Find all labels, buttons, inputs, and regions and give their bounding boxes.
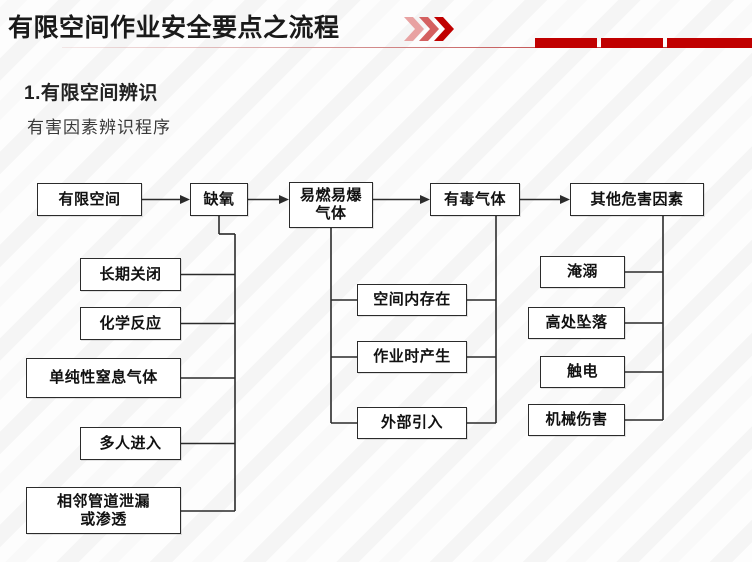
node-multiple-people-entry[interactable]: 多人进入 [80,427,181,460]
node-oxygen-deficiency[interactable]: 缺氧 [190,183,248,216]
node-chemical-reaction[interactable]: 化学反应 [80,307,181,340]
node-simple-asphyxiant-gas[interactable]: 单纯性窒息气体 [26,358,181,398]
node-adjacent-pipe-leak[interactable]: 相邻管道泄漏 或渗透 [26,487,181,534]
node-long-term-closure[interactable]: 长期关闭 [80,258,181,291]
double-chevron-right-icon [404,16,464,42]
header-accent-block-2 [601,38,663,48]
header-divider [62,47,752,48]
node-flammable-explosive-gas[interactable]: 易燃易爆 气体 [289,182,373,228]
node-generated-during-work[interactable]: 作业时产生 [357,341,467,373]
node-electric-shock[interactable]: 触电 [540,356,625,388]
header-accent-block-1 [535,38,597,48]
node-mechanical-injury[interactable]: 机械伤害 [528,404,625,436]
section-heading: 1.有限空间辨识 [24,83,158,104]
node-external-introduction[interactable]: 外部引入 [357,407,467,439]
page-title: 有限空间作业安全要点之流程 [8,14,340,42]
node-other-hazard-factors[interactable]: 其他危害因素 [570,183,704,216]
header-accent-block-3 [667,38,752,48]
node-drowning[interactable]: 淹溺 [540,256,625,288]
node-toxic-gas[interactable]: 有毒气体 [430,183,520,216]
node-confined-space[interactable]: 有限空间 [37,183,142,216]
node-existing-in-space[interactable]: 空间内存在 [357,284,467,316]
slide-header: 有限空间作业安全要点之流程 [0,0,752,58]
section-subtitle: 有害因素辨识程序 [27,118,171,137]
node-fall-from-height[interactable]: 高处坠落 [528,307,625,339]
